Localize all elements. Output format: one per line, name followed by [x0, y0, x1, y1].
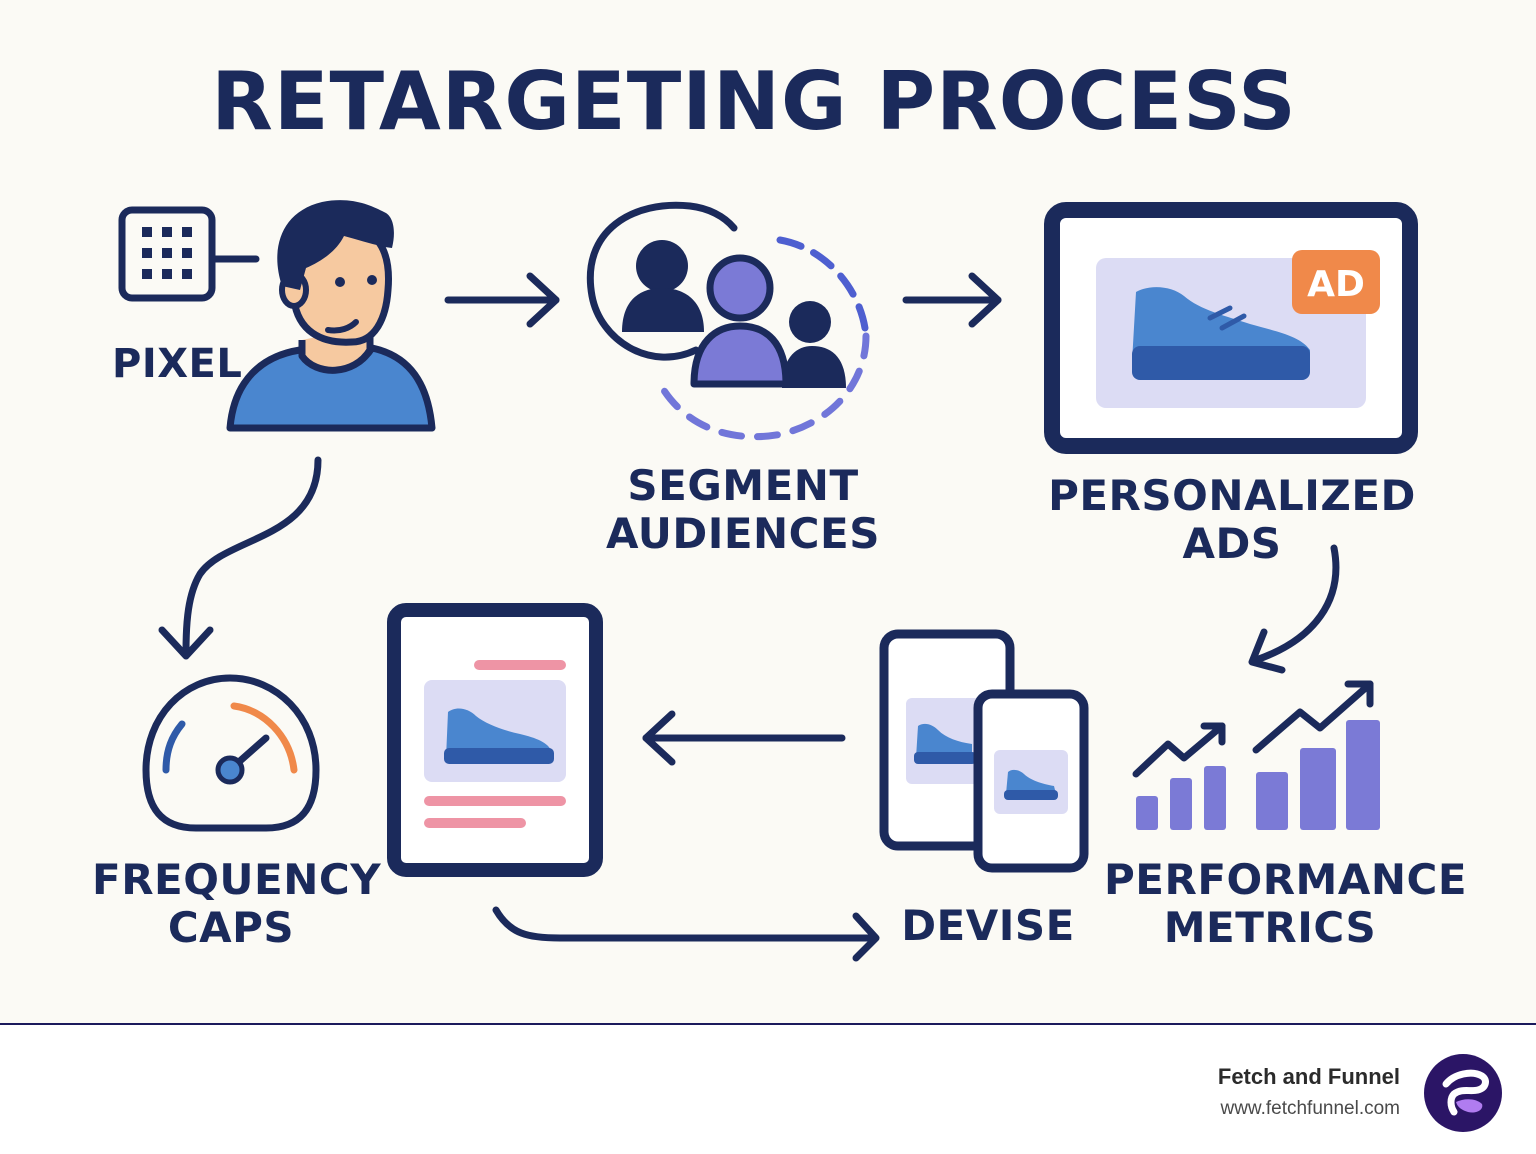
label-pixel: PIXEL: [112, 341, 243, 387]
label-performance-line1: PERFORMANCE: [1104, 855, 1468, 904]
label-performance-metrics: PERFORMANCE METRICS: [1104, 855, 1468, 952]
label-performance-line2: METRICS: [1163, 903, 1377, 952]
arrow-tablet-to-devise: [492, 906, 880, 962]
brand-logo-icon[interactable]: [1424, 1054, 1502, 1132]
tablet-icon: [387, 603, 603, 877]
diagram-title: RETARGETING PROCESS: [211, 55, 1297, 148]
shoe-icon: [914, 723, 976, 764]
label-frequency-caps: FREQUENCY CAPS: [92, 855, 382, 952]
segment-audiences-icon: [586, 201, 870, 441]
arrow-devise-to-tablet: [642, 710, 846, 766]
gauge-icon: [142, 674, 320, 832]
ad-badge-label: AD: [1307, 264, 1365, 305]
shoe-icon: [444, 708, 554, 764]
shoe-icon: [1132, 287, 1310, 380]
arrow-segment-to-ads: [902, 272, 1002, 328]
brand-name: Fetch and Funnel: [1217, 1064, 1400, 1089]
diagram-graphics: AD: [118, 200, 1418, 962]
devices-icon: [879, 629, 1089, 873]
footer: [0, 1025, 1536, 1154]
label-frequency-line1: FREQUENCY: [92, 855, 382, 904]
label-segment-line2: AUDIENCES: [606, 509, 880, 558]
arrow-pixel-to-segment: [444, 272, 560, 328]
label-personalized-ads: PERSONALIZED ADS: [1040, 472, 1424, 568]
arrow-ads-to-performance: [1248, 544, 1340, 674]
retargeting-diagram: RETARGETING PROCESS: [92, 55, 1468, 962]
performance-chart-icon: [1132, 680, 1380, 830]
label-personalized-line1: PERSONALIZED: [1048, 471, 1416, 520]
user-icon: [226, 200, 436, 432]
arrow-pixel-to-frequency: [158, 456, 322, 660]
label-segment-line1: SEGMENT: [627, 461, 859, 510]
shoe-icon: [1004, 769, 1058, 800]
footer-divider: [0, 1023, 1536, 1025]
label-segment-audiences: SEGMENT AUDIENCES: [590, 462, 896, 558]
brand-url[interactable]: www.fetchfunnel.com: [1220, 1098, 1400, 1119]
pixel-grid-icon: [118, 206, 260, 302]
label-frequency-line2: CAPS: [167, 903, 295, 952]
ad-badge: [1292, 250, 1380, 314]
ad-screen-icon: AD: [1044, 202, 1418, 454]
label-devise: DEVISE: [901, 901, 1075, 950]
label-personalized-line2: ADS: [1182, 519, 1282, 568]
